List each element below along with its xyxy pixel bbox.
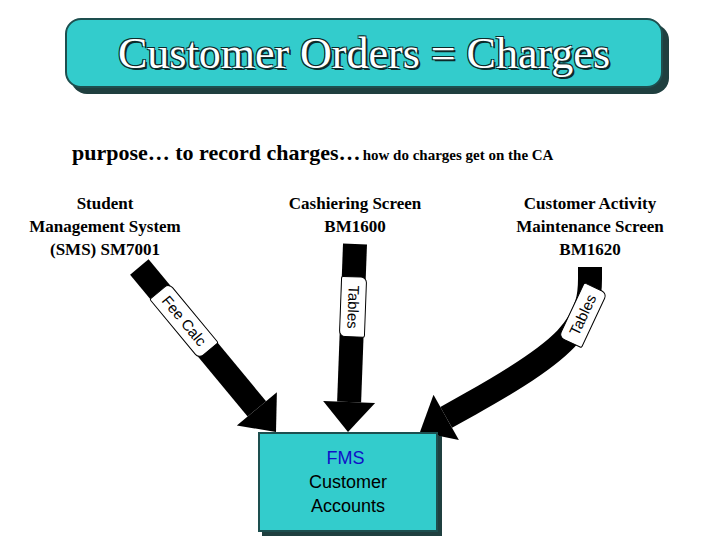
arrow-label: Tables — [339, 276, 367, 338]
flow-arrow — [420, 267, 590, 440]
arrow-label: Tables — [558, 281, 608, 348]
flow-arrow — [139, 267, 277, 432]
node-text: Student Management System (SMS) SM7001 — [27, 192, 183, 261]
screen-label: Cashiering Screen BM1600 — [285, 192, 425, 238]
title-banner: Customer Orders = Charges — [65, 18, 663, 88]
flow-arrow — [323, 244, 375, 432]
title-text: Customer Orders = Charges — [118, 28, 610, 79]
node-text: FMS — [326, 446, 364, 470]
screen-label: Customer Activity Maintenance Screen BM1… — [487, 192, 693, 261]
system-label: Student Management System (SMS) SM7001 — [27, 192, 183, 261]
accounts-box: FMSCustomer Accounts — [258, 432, 438, 532]
arrow-head — [237, 392, 277, 432]
node-text: Customer Activity Maintenance Screen BM1… — [487, 192, 693, 261]
subtitle-text: purpose… to record charges… — [72, 140, 361, 166]
arrow-head — [323, 401, 375, 432]
subtitle-row: purpose… to record charges…how do charge… — [72, 140, 553, 166]
subtitle-text: how do charges get on the CA — [363, 147, 554, 164]
node-text: Cashiering Screen BM1600 — [285, 192, 425, 238]
arrow-shaft — [139, 267, 257, 409]
arrow-label: Fee Calc — [149, 283, 219, 360]
node-text: Customer Accounts — [270, 470, 426, 518]
